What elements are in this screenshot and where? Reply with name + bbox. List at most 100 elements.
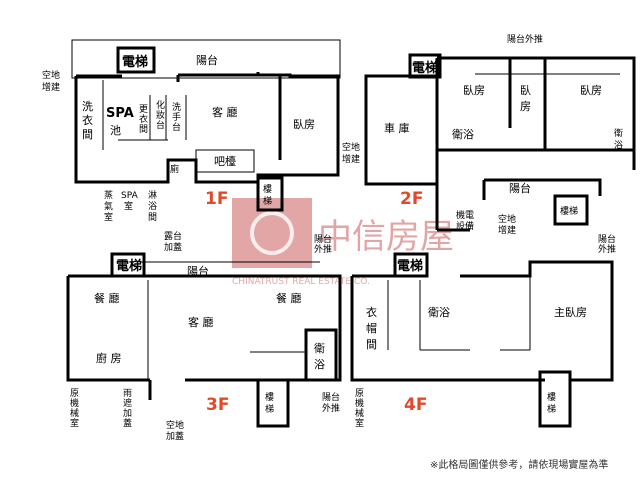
f1-dressing-3: 間 [139,124,148,135]
f4-orig-mech-2: 機 [355,397,364,409]
f1-spa-label: SPA [106,106,134,121]
f1-extension-left-2: 增建 [42,81,60,93]
f1-bar-label: 吧檯 [214,154,236,168]
f4-orig-mech-3: 械 [355,407,364,419]
f1-makeup-3: 台 [156,119,165,131]
f1-makeup-1: 化 [156,99,165,111]
f3-rain-add-2: 遮 [123,397,132,409]
f1-steam-3: 室 [104,211,113,223]
f1-extension-right-2: 增建 [342,153,360,165]
f3-dew-add-2: 加蓋 [164,241,182,253]
f1-makeup-2: 妝 [156,109,165,121]
f3-dining-left-label: 餐 廳 [94,291,120,305]
f4-closet-3: 間 [366,338,377,351]
f1-stairs-1: 樓 [263,183,272,195]
f3-orig-mech-1: 原 [70,388,79,399]
f3-empty-add-1: 空地 [166,419,184,431]
f3-rain-add-3: 加 [123,408,132,419]
f3-living-label: 客 廳 [188,315,214,329]
f3-floor-label: 3F [206,395,229,415]
f3-balcony-push-1: 陽台 [314,233,332,245]
f3-kitchen-label: 廚 房 [96,351,122,365]
f4-balcony-push-1: 陽台 [598,233,616,245]
f2-mech-1: 機電 [456,209,474,221]
watermark-cn: 中信房屋 [318,217,454,257]
f2-bedroom3-label: 臥房 [580,84,602,97]
f4-stairs-2: 梯 [547,403,556,415]
f1-balcony-label: 陽台 [196,53,218,67]
f1-laundry-2: 衣 [82,113,93,127]
f1-steam-2: 氣 [104,200,113,212]
f2-balcony-push-label: 陽台外推 [507,33,543,45]
f4-closet-2: 帽 [366,322,377,335]
f1-bedroom-label: 臥房 [293,118,315,131]
f2-bathroom1-label: 衛浴 [452,128,474,141]
f3-balcony-label: 陽台 [187,264,209,278]
disclaimer-note: ※此格局圖僅供參考，請依現場實屋為準 [430,460,609,471]
f1-toilet-label: 廁 [170,163,179,175]
f4-orig-mech-4: 室 [355,417,364,429]
f1-sink-1: 洗 [172,101,181,113]
f3-elevator-label: 電梯 [116,258,142,274]
f1-living-label: 客 廳 [212,105,238,119]
f2-bathroom2-2: 浴 [614,140,623,151]
f3-bathroom-1: 衛 [314,342,325,355]
f4-closet-1: 衣 [366,305,377,319]
f4-orig-mech-1: 原 [355,388,364,399]
f3-dew-add-1: 露台 [164,230,182,242]
floor-2f-plan [364,53,636,232]
f3-balcony-push-bottom-2: 外推 [322,402,340,414]
f3-balcony-push-2: 外推 [314,243,332,255]
f3-stairs-2: 梯 [265,403,274,415]
f1-pool-label: 池 [110,124,121,137]
f3-rain-add-1: 雨 [123,388,132,399]
f2-garage-label: 車 庫 [384,121,410,135]
f1-dressing-2: 衣 [139,113,148,125]
f1-sink-2: 手 [172,111,181,123]
f1-stairs-2: 梯 [263,195,272,207]
f2-bedroom2-1: 臥 [520,84,531,97]
watermark-logo-icon [250,211,294,255]
floor-4f-plan [350,252,614,428]
f1-spa-room-1: SPA [121,191,139,201]
f4-stairs-1: 樓 [547,391,556,403]
f3-bathroom-2: 浴 [314,358,325,371]
f1-dressing-1: 更 [139,104,148,115]
f4-balcony-push-2: 外推 [598,243,616,255]
f3-empty-add-2: 加蓋 [166,430,184,442]
f3-rain-add-4: 蓋 [123,417,132,429]
f3-orig-mech-3: 械 [70,407,79,419]
f1-elevator-label: 電梯 [122,54,148,70]
f3-balcony-push-bottom-1: 陽台 [322,391,340,403]
f3-orig-mech-4: 室 [70,417,79,429]
f3-dining-right-label: 餐 廳 [276,291,302,305]
f1-shower-1: 淋 [148,189,157,201]
f4-elevator-label: 電梯 [397,258,423,274]
f1-floor-label: 1F [205,189,228,209]
f2-floor-label: 2F [400,189,423,209]
f4-bathroom-label: 衛浴 [428,306,450,319]
f2-bedroom2-2: 房 [520,100,531,113]
floor-3f-plan [66,252,342,428]
f1-sink-3: 台 [172,121,181,133]
f4-master-label: 主臥房 [554,306,587,319]
floor-1f-plan [71,39,341,212]
f1-steam-1: 蒸 [104,189,113,201]
f2-bedroom1-label: 臥房 [463,84,485,97]
f1-shower-2: 浴 [148,201,157,212]
f1-spa-room-2: 室 [124,200,133,212]
f1-extension-left-1: 空地 [42,69,60,81]
f2-stairs-label: 樓梯 [560,205,578,217]
f2-balcony-label: 陽台 [509,181,531,195]
f1-shower-3: 間 [148,212,157,223]
f2-mech-2: 設備 [456,220,474,232]
f1-laundry-1: 洗 [82,100,93,113]
f4-floor-label: 4F [404,395,427,415]
f3-stairs-1: 樓 [265,391,274,403]
f3-orig-mech-2: 機 [70,397,79,409]
f2-elevator-label: 電梯 [412,60,438,76]
f1-laundry-3: 間 [82,128,93,141]
f2-bathroom2-1: 衛 [614,127,623,139]
